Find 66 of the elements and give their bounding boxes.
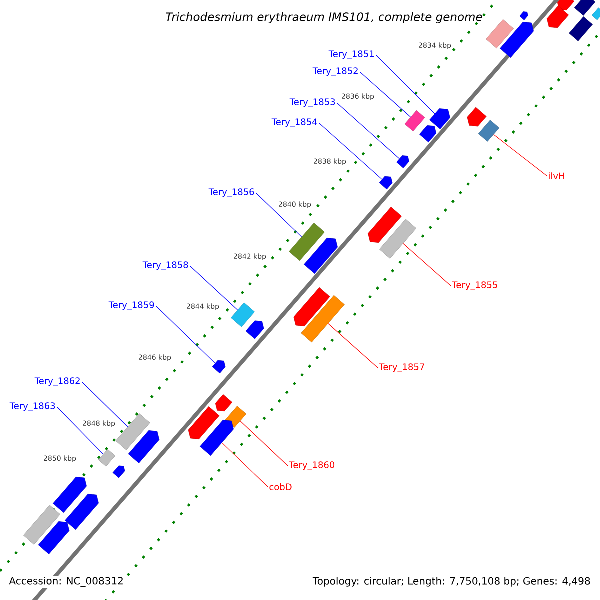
gene-glyph: [294, 288, 330, 326]
gene-glyph: [53, 477, 87, 513]
gene-glyph: [65, 494, 99, 530]
gene-glyph: [404, 110, 426, 132]
leader-line: [240, 420, 288, 466]
gene-label: Tery_1860: [289, 462, 335, 470]
gene-glyph: [200, 420, 234, 456]
leader-line: [328, 323, 378, 368]
info-text: Accession: NC_008312: [8, 576, 125, 588]
leader-line: [156, 306, 216, 364]
gene-glyph: [38, 522, 70, 554]
gene-label: Tery_1856: [208, 188, 254, 198]
leader-line: [190, 266, 238, 310]
gene-glyph: [478, 120, 500, 142]
gene-glyph: [215, 394, 233, 412]
gene-glyph: [486, 19, 514, 49]
gene-label: cobD: [270, 484, 292, 490]
leader-line: [318, 122, 382, 180]
info-text: Topology: circular; Length: 7,750,108 bp; Genes: 4,498: [312, 576, 592, 588]
gene-label: Tery_1852: [312, 68, 358, 76]
gene-label: Tery_1863: [10, 402, 56, 412]
gene-label: Tery_1855: [452, 282, 498, 290]
gene-glyph: [212, 360, 226, 374]
gene-glyph: [304, 238, 338, 274]
gene-glyph: [98, 449, 116, 467]
gene-glyph: [419, 125, 437, 143]
gene-glyph: [368, 207, 402, 243]
gene-glyph: [569, 16, 593, 42]
leader-line: [222, 442, 268, 488]
gene-glyph: [116, 414, 150, 450]
gene-glyph: [500, 22, 534, 58]
gene-glyph: [188, 406, 220, 440]
gene-glyph: [396, 156, 410, 168]
gene-glyph: [467, 107, 487, 127]
leader-line: [256, 192, 302, 238]
gene-glyph: [592, 8, 600, 20]
gene-label: Tery_1853: [290, 98, 336, 108]
gene-label: Tery_1851: [328, 50, 374, 60]
gene-glyph: [231, 302, 255, 328]
gene-label: ilvH: [549, 172, 564, 180]
gene-label: Tery_1854: [272, 118, 318, 128]
gene-glyph: [128, 430, 160, 464]
gene-glyph: [520, 12, 528, 20]
gene-glyph: [225, 406, 247, 428]
gene-glyph: [23, 505, 61, 545]
gene-label: Tery_1857: [379, 364, 424, 372]
leader-line: [376, 54, 436, 114]
gene-label: Tery_1858: [142, 262, 188, 270]
leader-line: [56, 406, 104, 455]
gene-glyph: [112, 466, 126, 478]
gene-glyph: [379, 219, 417, 259]
gene-glyph: [289, 222, 325, 262]
leader-line: [336, 102, 400, 160]
gene-label: Tery_1862: [34, 378, 80, 386]
gene-label: Tery_1859: [108, 302, 154, 310]
title: Trichodesmium erythraeum IMS101, complete genome: [166, 12, 482, 24]
leader-line: [82, 382, 128, 428]
gene-glyph: [246, 320, 264, 340]
gene-glyph: [379, 176, 393, 190]
gene-glyph: [557, 0, 575, 11]
leader-line: [403, 243, 452, 286]
leader-line: [360, 72, 412, 118]
gene-glyph: [430, 108, 450, 130]
leader-line: [494, 134, 548, 176]
gene-glyph: [301, 295, 345, 343]
gene-glyph: [574, 0, 596, 16]
